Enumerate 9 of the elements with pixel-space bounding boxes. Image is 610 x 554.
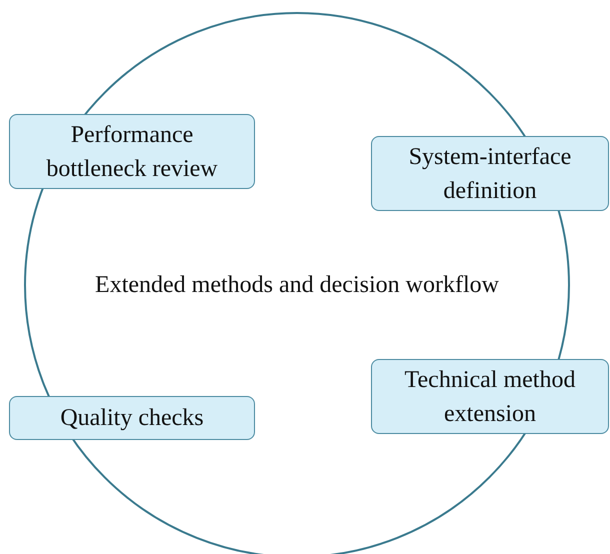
step-box (9, 114, 255, 189)
step-label: Quality checks (60, 404, 204, 433)
step-box (371, 359, 609, 434)
step-label: Technical method extension (404, 366, 576, 428)
step-box (371, 136, 609, 211)
step-label: System-interface definition (408, 142, 572, 206)
step-label: Performance bottleneck review (45, 120, 219, 184)
center-title: Extended methods and decision workflow (95, 271, 499, 300)
step-box (9, 396, 255, 440)
